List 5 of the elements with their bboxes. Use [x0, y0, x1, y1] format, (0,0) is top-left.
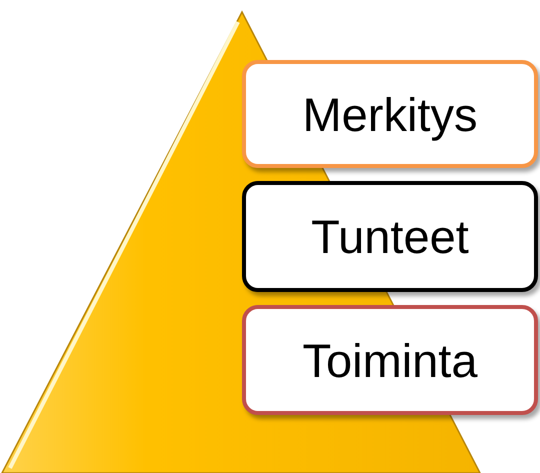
box-text: Toiminta: [302, 336, 478, 384]
label-box: [242, 305, 538, 415]
label-box: [242, 181, 538, 292]
box-text: Tunteet: [311, 213, 469, 260]
label-box: [242, 60, 538, 168]
